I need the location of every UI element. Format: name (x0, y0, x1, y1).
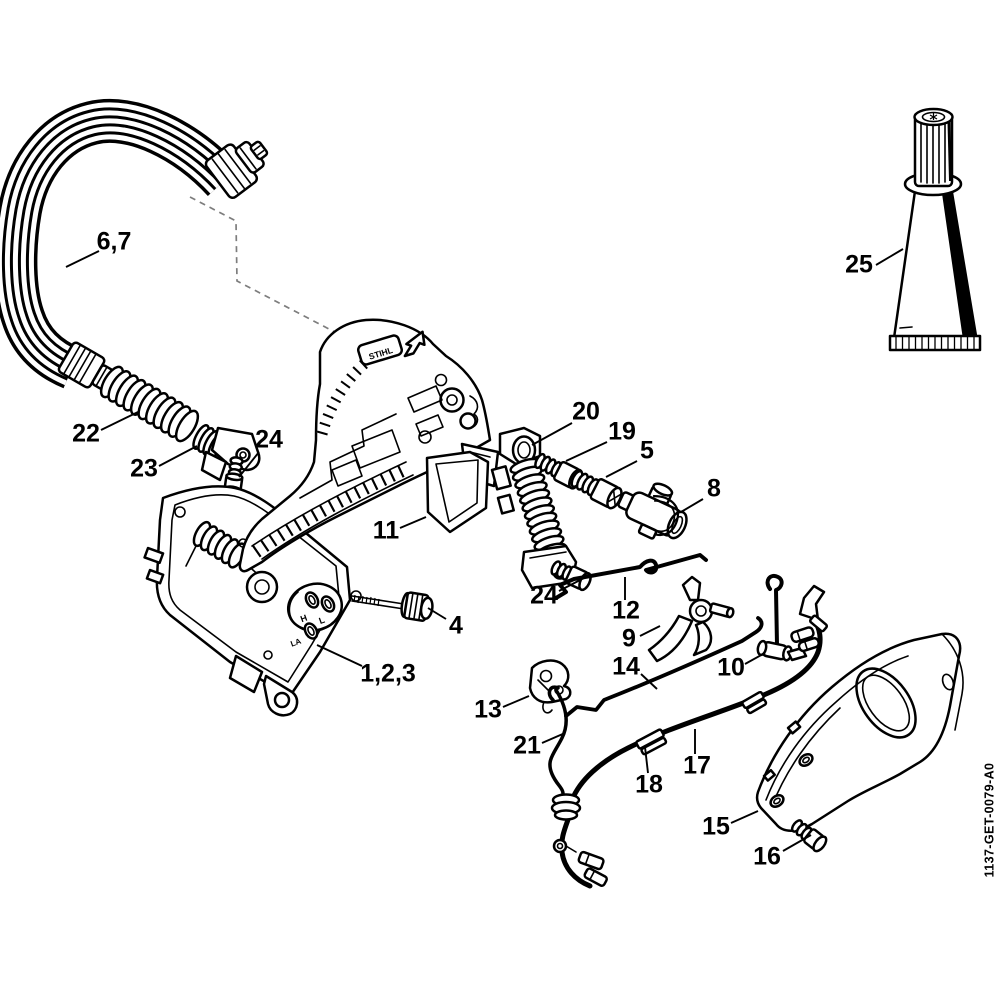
leader-line (541, 732, 566, 744)
leader-line (640, 673, 658, 690)
leader-line (875, 248, 904, 266)
leader-line (730, 810, 759, 824)
marking-la: LA (289, 637, 302, 649)
part-8-switch-shaft (617, 482, 688, 540)
part-label-24: 24 (530, 582, 558, 610)
part-label-25: 25 (845, 251, 873, 279)
handlebar-threaded-end (57, 341, 117, 392)
part-4-long-screw (349, 591, 434, 622)
part-17-wiring-harness (550, 584, 829, 889)
part-label-8: 8 (707, 475, 721, 503)
part-label-22: 22 (72, 420, 100, 448)
part-label-4: 4 (449, 612, 463, 640)
part-18-grommet (550, 793, 582, 821)
part-label-11: 11 (373, 517, 400, 545)
part-label-9: 9 (622, 625, 636, 653)
part-label-12: 12 (612, 597, 640, 625)
leader-line (238, 451, 260, 478)
leader-line (531, 422, 573, 446)
part-9-throttle-trigger (647, 575, 735, 663)
leader-line (65, 250, 100, 268)
part-label-15: 15 (702, 813, 730, 841)
direction-arrow-icon (403, 330, 426, 358)
leader-line (427, 607, 447, 620)
leader-line (565, 441, 608, 462)
part-13-clamp (528, 659, 572, 714)
part-label-24: 24 (255, 426, 283, 454)
part-label-20: 20 (572, 398, 600, 426)
part-label-13: 13 (474, 696, 502, 724)
marking-h: H (299, 613, 309, 625)
part-6-7-front-handlebar (0, 98, 269, 392)
leader-line (558, 577, 585, 592)
part-label-10: 10 (717, 654, 745, 682)
handlebar-end-fitting (204, 140, 269, 200)
part-label-18: 18 (635, 771, 663, 799)
leader-line (680, 498, 704, 513)
part-11-cover-plate (425, 450, 515, 534)
part-label-6,7: 6,7 (97, 228, 132, 256)
part-10-spring-lever (756, 574, 808, 662)
part-label-16: 16 (753, 843, 781, 871)
leader-line (502, 695, 530, 708)
cable-clamp (741, 690, 768, 715)
part-label-23: 23 (130, 455, 158, 483)
part-label-14: 14 (612, 653, 640, 681)
part-16-screw (790, 819, 828, 853)
stihl-logo (356, 330, 426, 366)
leader-line (782, 834, 812, 852)
part-label-5: 5 (640, 437, 654, 465)
leader-line (316, 644, 363, 667)
leader-line (644, 746, 649, 774)
assembly-dashed-line (189, 196, 353, 342)
part-5-screw (570, 469, 623, 510)
leader-line (158, 445, 198, 467)
part-label-1,2,3: 1,2,3 (360, 660, 416, 688)
drawing-number: 1137-GET-0079-A0 (982, 763, 996, 878)
part-21-spring-wire (547, 685, 568, 802)
part-22-tension-spring (99, 365, 200, 443)
leader-line (399, 516, 427, 529)
part-14-rod (564, 616, 764, 718)
part-23-adjuster (192, 424, 261, 482)
leader-line (639, 625, 661, 637)
leader-line (100, 411, 139, 431)
part-12-throttle-rod (554, 553, 708, 600)
marking-l: L (317, 615, 326, 626)
cable-clamp (635, 728, 668, 756)
part-15-rear-handle (755, 632, 964, 832)
part-label-19: 19 (608, 418, 636, 446)
leader-line (605, 460, 638, 478)
part-label-17: 17 (683, 752, 711, 780)
part-25-sealant-tube (888, 107, 982, 352)
leader-line (744, 652, 766, 665)
part-label-21: 21 (513, 732, 541, 760)
